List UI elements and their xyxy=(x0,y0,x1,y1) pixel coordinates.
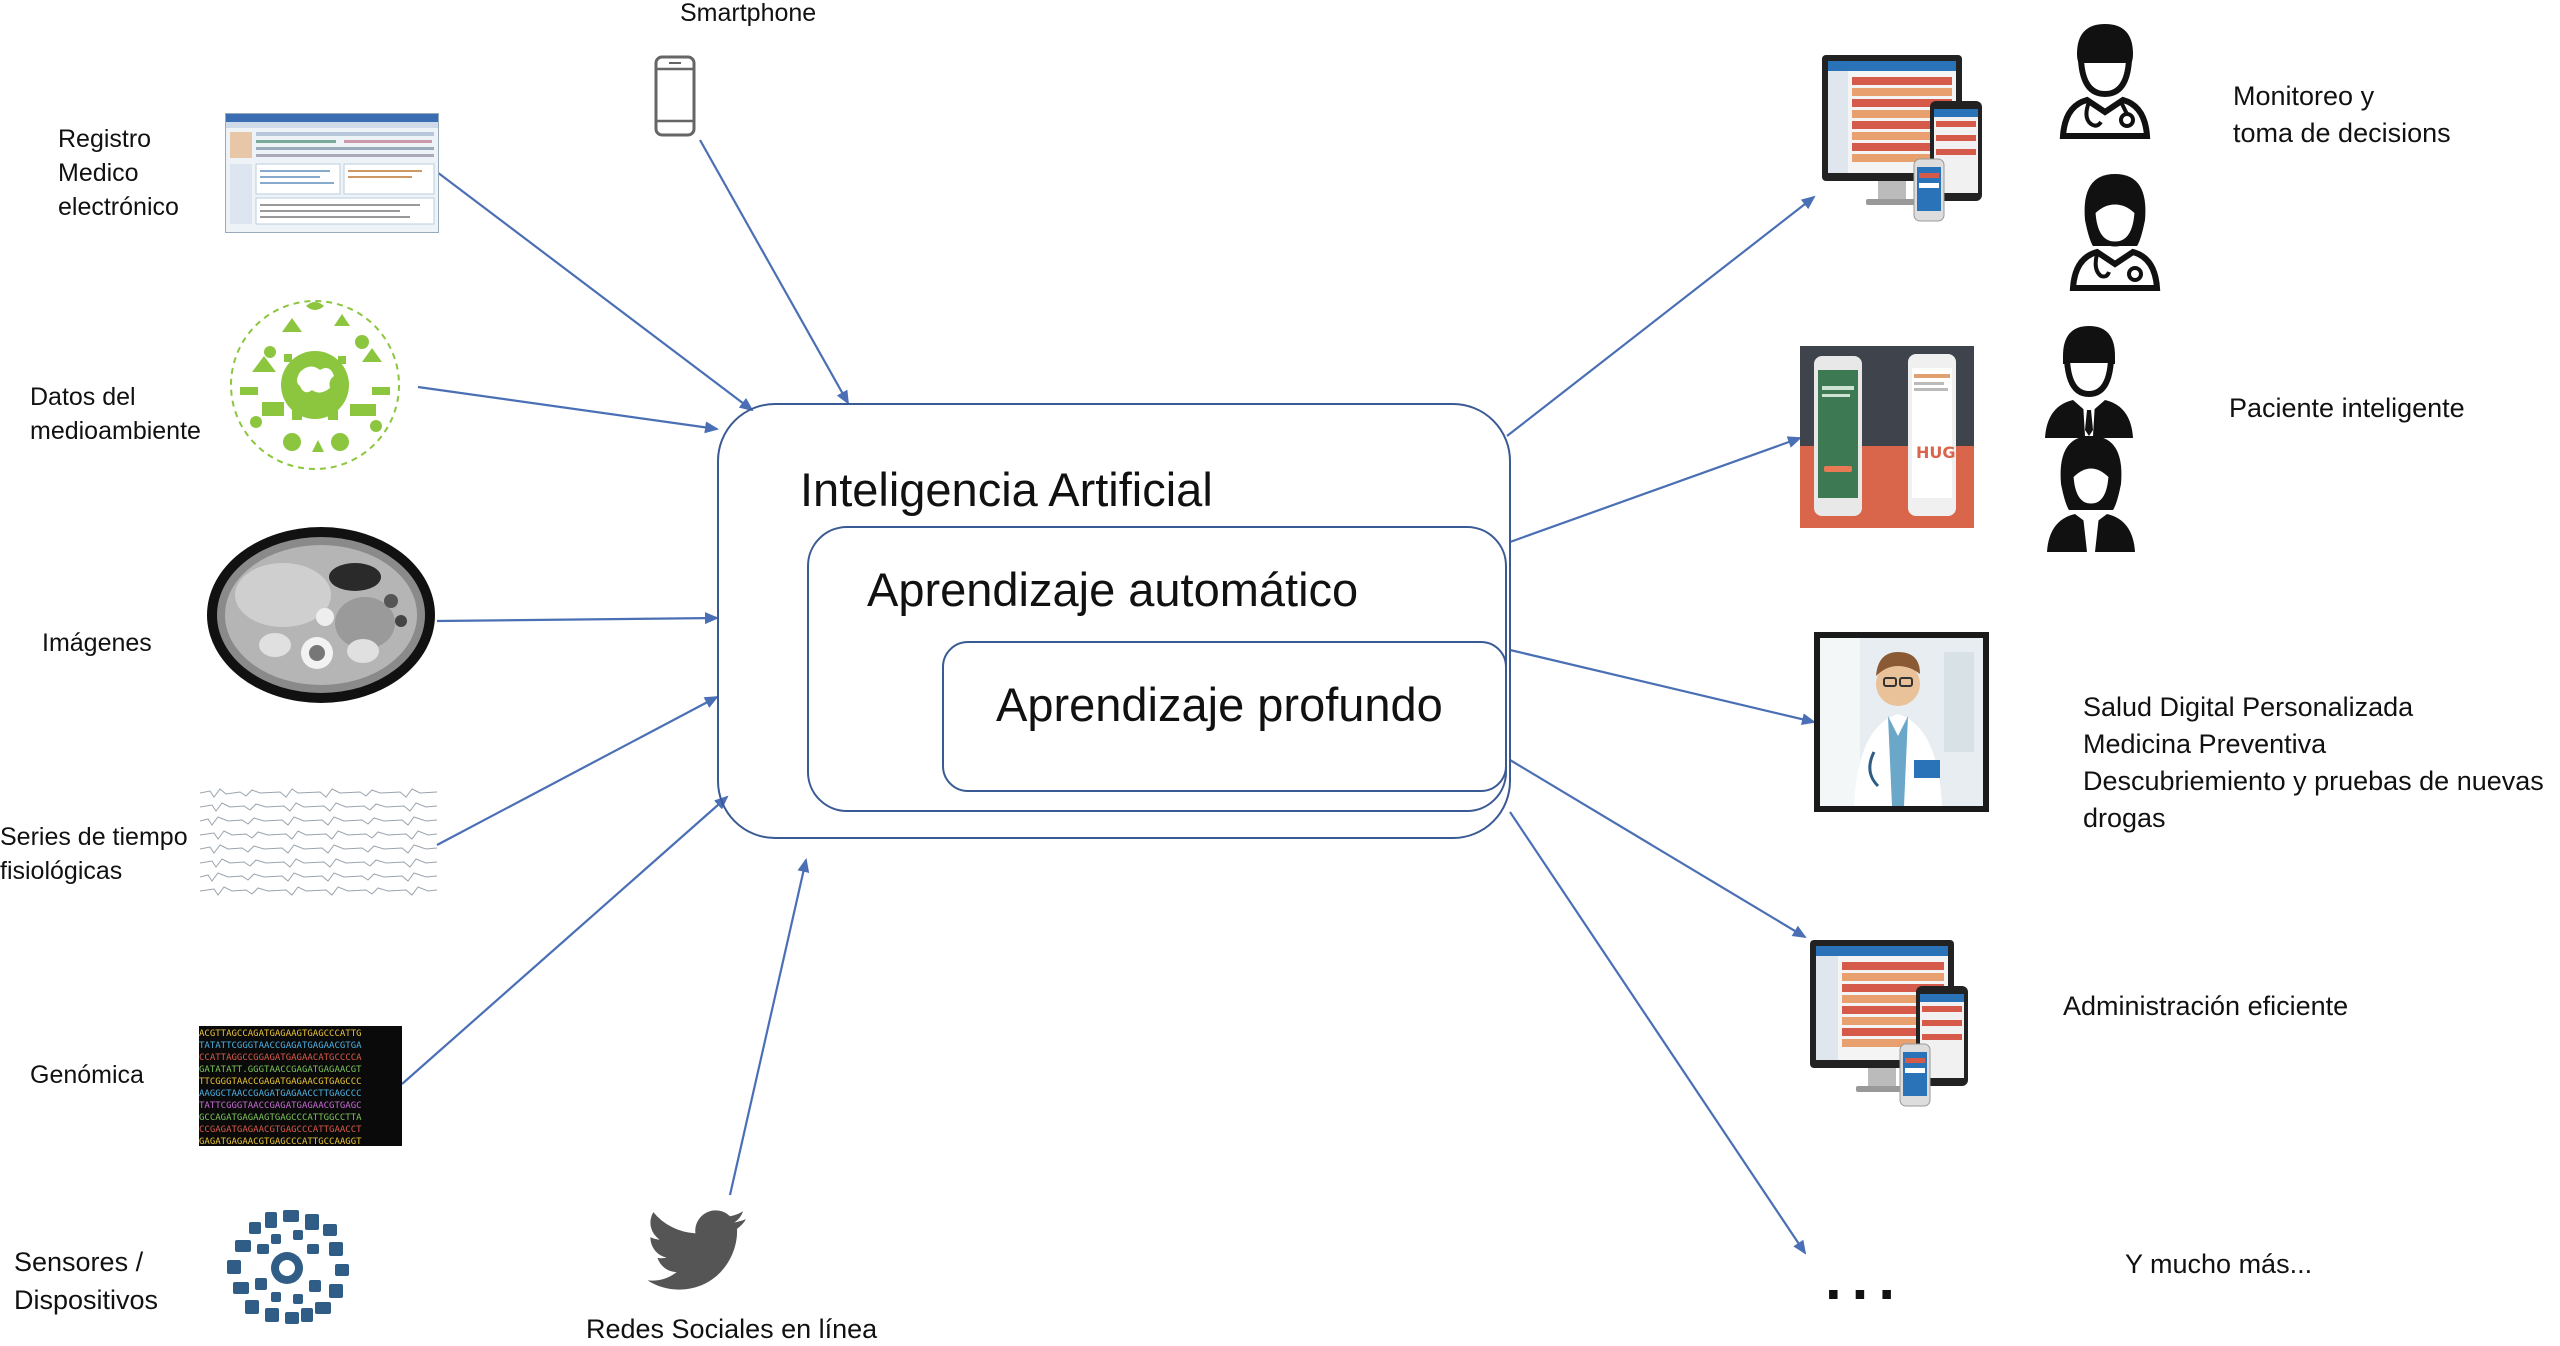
social-label: Redes Sociales en línea xyxy=(586,1314,878,1344)
environment-label: Datos del medioambiente xyxy=(30,383,201,445)
twitter-bird-icon xyxy=(645,1200,750,1300)
arrow-smartphone xyxy=(699,139,849,405)
arrow-timeseries xyxy=(436,696,719,846)
patient-male-icon xyxy=(2043,322,2135,440)
svg-text:HUG: HUG xyxy=(1916,443,1956,462)
more-label: Y mucho más... xyxy=(2125,1249,2313,1279)
ellipsis-dots: ... xyxy=(1825,1245,1906,1312)
doctor-female-icon xyxy=(2065,170,2165,292)
svg-text:TATTCGGGTAACCGAGATGAGAACGTGAGC: TATTCGGGTAACCGAGATGAGAACGTGAGC xyxy=(199,1101,362,1111)
smartphone-icon xyxy=(654,55,696,137)
svg-text:TATATTCGGGTAACCGAGATGAGAACGTGA: TATATTCGGGTAACCGAGATGAGAACGTGA xyxy=(199,1041,362,1051)
admin-label: Administración eficiente xyxy=(2063,991,2349,1021)
arrow-more xyxy=(1509,811,1807,1255)
monitoring-dashboard-devices-image xyxy=(1822,55,1984,227)
svg-text:TTCGGGTAACCGAGATGAGAACGTGAGCCC: TTCGGGTAACCGAGATGAGAACGTGAGCCC xyxy=(199,1077,362,1087)
svg-text:AAGGCTAACCGAGATGAGAACCTTGAGCCC: AAGGCTAACCGAGATGAGAACCTTGAGCCC xyxy=(199,1089,362,1099)
ct-scan-image xyxy=(205,525,437,705)
sensors-label: Sensores / Dispositivos xyxy=(14,1247,159,1315)
images-label: Imágenes xyxy=(42,629,152,657)
svg-text:CCATTAGGCCGGAGATGAGAACATGCCCCA: CCATTAGGCCGGAGATGAGAACATGCCCCA xyxy=(199,1053,362,1063)
svg-text:GCCAGATGAGAAGTGAGCCCATTGGCCTTA: GCCAGATGAGAAGTGAGCCCATTGGCCTTA xyxy=(199,1113,362,1123)
arrow-images xyxy=(436,612,719,625)
ehr-label: Registro Medico electrónico xyxy=(58,125,179,221)
arrow-admin xyxy=(1509,759,1807,939)
svg-text:CCGAGATGAGAACGTGAGCCCATTGAACCT: CCGAGATGAGAACGTGAGCCCATTGAACCT xyxy=(199,1125,362,1135)
ehr-screenshot-image xyxy=(225,113,439,233)
ai-box xyxy=(717,403,1511,839)
svg-text:GAGATGAGAACGTGAGCCCATTGCCAAGGT: GAGATGAGAACGTGAGCCCATTGCCAAGGT xyxy=(199,1137,362,1146)
arrow-ehr xyxy=(436,171,754,412)
arrow-patient xyxy=(1509,436,1802,544)
environment-globe-icon xyxy=(222,292,408,478)
smart-patient-label: Paciente inteligente xyxy=(2229,393,2465,423)
physiological-signals-image xyxy=(199,785,438,905)
virtual-doctor-image xyxy=(1814,632,1989,812)
sensors-devices-icon xyxy=(225,1208,350,1326)
svg-text:GATATATT.GGGTAACCGAGATGAGAACGT: GATATATT.GGGTAACCGAGATGAGAACGT xyxy=(199,1065,362,1075)
arrow-environment xyxy=(417,385,719,434)
svg-text:ACGTTAGCCAGATGAGAAGTGAGCCCATTG: ACGTTAGCCAGATGAGAAGTGAGCCCATTG xyxy=(199,1029,362,1039)
ml-title: Aprendizaje automático xyxy=(867,563,1359,616)
arrow-monitoring xyxy=(1506,195,1816,437)
monitoring-label: Monitoreo y toma de decisions xyxy=(2233,81,2451,148)
smartphone-label: Smartphone xyxy=(680,0,817,27)
smart-patient-phones-image: HUG xyxy=(1800,346,1974,528)
ai-title: Inteligencia Artificial xyxy=(800,463,1213,516)
digital-health-label: Salud Digital Personalizada Medicina Pre… xyxy=(2083,692,2544,833)
doctor-male-icon xyxy=(2055,20,2155,140)
admin-dashboard-devices-image xyxy=(1810,940,1970,1112)
timeseries-label: Series de tiempo fisiológicas xyxy=(0,823,188,885)
dna-sequence-image: ACGTTAGCCAGATGAGAAGTGAGCCCATTG TATATTCGG… xyxy=(199,1026,402,1146)
arrow-social xyxy=(728,858,810,1196)
genomics-label: Genómica xyxy=(30,1061,144,1089)
patient-female-icon xyxy=(2045,432,2137,554)
dl-box xyxy=(942,641,1507,792)
arrow-genomics xyxy=(401,795,729,1085)
arrow-digital-health xyxy=(1509,648,1816,726)
dl-title: Aprendizaje profundo xyxy=(996,678,1443,731)
